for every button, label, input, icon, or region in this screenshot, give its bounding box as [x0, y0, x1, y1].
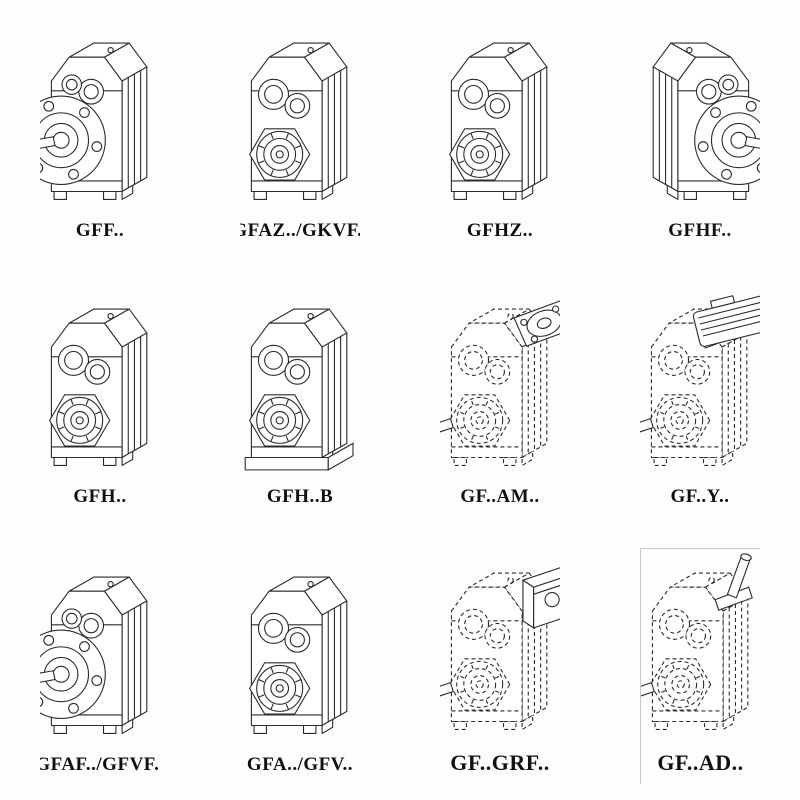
model-label: GFF.. [75, 220, 125, 241]
gearbox-drawing-hollow-shaft [240, 548, 360, 752]
catalog-cell: GF..GRF.. [440, 548, 560, 784]
model-label: GFHZ.. [466, 220, 534, 241]
catalog-cell: GFAF../GFVF.. [40, 548, 160, 784]
gearbox-drawing-shaft-mounted-base [240, 282, 360, 484]
model-label: GF..Y.. [670, 486, 730, 507]
model-label: GFA../GFV.. [246, 754, 354, 775]
gearbox-drawing-phantom-motor [640, 282, 760, 484]
gearbox-drawing-phantom-adapter-flange [440, 282, 560, 484]
gearbox-drawing-phantom-input-unit [440, 548, 560, 748]
gearbox-drawing-phantom-shaft-adapter [640, 548, 760, 748]
catalog-cell: GF..AM.. [440, 282, 560, 516]
catalog-cell: GFH.. [40, 282, 160, 516]
model-label: GF..GRF.. [450, 750, 550, 775]
model-label: GFH..B [266, 486, 334, 507]
catalog-cell: GFHF.. [640, 16, 760, 250]
model-label: GF..AM.. [460, 486, 540, 507]
catalog-cell: GFHZ.. [440, 16, 560, 250]
model-label: GFHF.. [668, 220, 732, 241]
catalog-cell: GFH..B [240, 282, 360, 516]
gearbox-drawing-hollow-shaft [240, 16, 360, 218]
catalog-cell: GFAZ../GKVF.. [240, 16, 360, 250]
gearbox-drawing-flange [40, 548, 160, 752]
gearbox-drawing-flange-mirrored [640, 16, 760, 218]
model-label: GFAZ../GKVF.. [240, 220, 360, 241]
gearbox-drawing-hollow-shaft [440, 16, 560, 218]
gearbox-drawing-shaft-mounted [40, 282, 160, 484]
model-label: GF..AD.. [657, 750, 744, 775]
model-label: GFAF../GFVF.. [40, 754, 160, 775]
gearbox-drawing-flange [40, 16, 160, 218]
catalog-cell: GFA../GFV.. [240, 548, 360, 784]
catalog-cell: GFF.. [40, 16, 160, 250]
catalog-cell: GF..AD.. [640, 548, 760, 784]
catalog-cell: GF..Y.. [640, 282, 760, 516]
model-label: GFH.. [73, 486, 127, 507]
